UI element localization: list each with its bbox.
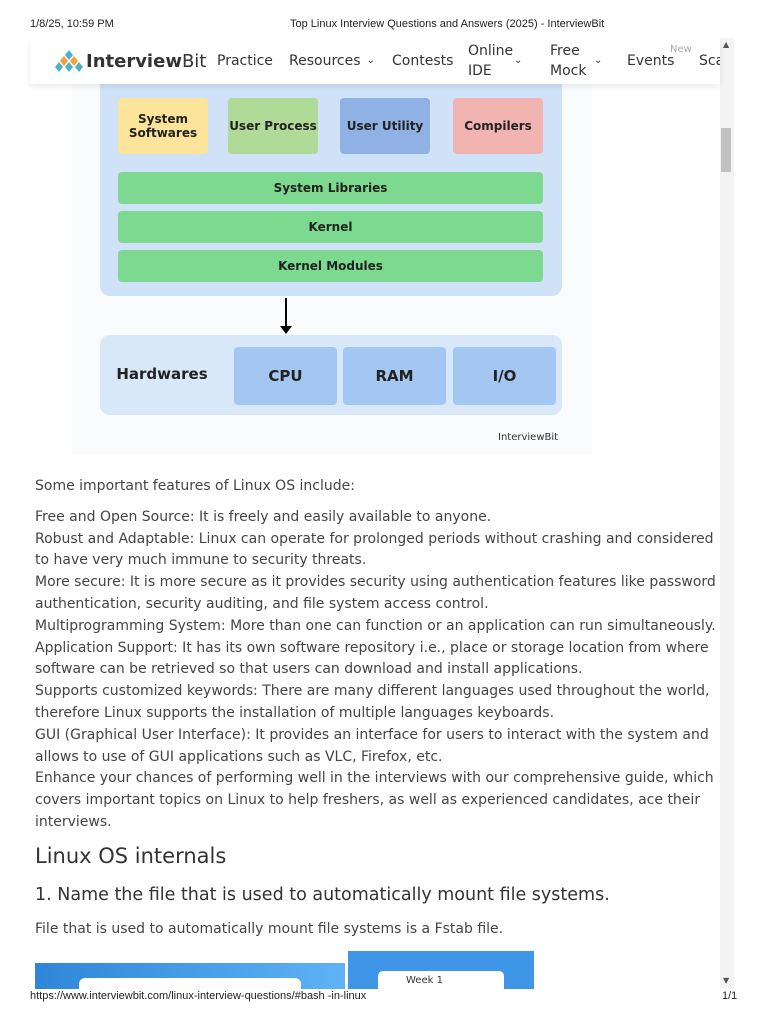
article-body: Some important features of Linux OS incl…: [35, 476, 720, 834]
feature-item: Free and Open Source: It is freely and e…: [35, 508, 492, 525]
box-cpu: CPU: [234, 347, 337, 405]
logo-text-bit: Bit: [181, 50, 207, 72]
logo-icon: [55, 50, 83, 72]
box-compilers: Compilers: [453, 98, 543, 154]
answer-text: File that is used to automatically mount…: [35, 921, 504, 937]
week-selector: Week 1: [378, 971, 504, 989]
scroll-down-icon[interactable]: ▼: [723, 976, 730, 985]
preview-image-right: Week 1: [348, 951, 534, 989]
feature-item: Supports customized keywords: There are …: [35, 683, 710, 721]
preview-image-left: [35, 963, 345, 990]
layer-kernel: Kernel: [118, 211, 543, 243]
nav-events[interactable]: Events: [627, 53, 675, 69]
section-heading: Linux OS internals: [35, 844, 227, 868]
chevron-down-icon: ⌄: [594, 55, 603, 66]
layer-kernel-modules: Kernel Modules: [118, 250, 543, 282]
nav-online-ide[interactable]: Online IDE⌄: [468, 43, 523, 79]
feature-item: Enhance your chances of performing well …: [35, 770, 714, 830]
scroll-up-icon[interactable]: ▲: [723, 40, 730, 49]
nav-contests[interactable]: Contests: [392, 53, 454, 69]
arrowhead-icon: [280, 326, 292, 334]
layer-system-libraries: System Libraries: [118, 172, 543, 204]
feature-item: Multiprogramming System: More than one c…: [35, 617, 716, 634]
feature-item: GUI (Graphical User Interface): It provi…: [35, 726, 709, 765]
features-intro: Some important features of Linux OS incl…: [35, 478, 355, 494]
box-ram: RAM: [343, 347, 446, 405]
print-title: Top Linux Interview Questions and Answer…: [290, 18, 605, 30]
scrollbar-thumb[interactable]: [721, 128, 731, 172]
diagram-watermark: InterviewBit: [498, 432, 559, 443]
chevron-down-icon: ⌄: [514, 55, 523, 66]
box-io: I/O: [453, 347, 556, 405]
feature-item: More secure: It is more secure as it pro…: [35, 574, 716, 612]
nav-resources[interactable]: Resources⌄: [289, 53, 375, 69]
arrow-down-icon: [285, 298, 287, 332]
new-badge: New: [670, 44, 692, 55]
linux-architecture-diagram: System Softwares User Process User Utili…: [72, 74, 592, 454]
print-datetime: 1/8/25, 10:59 PM: [30, 18, 114, 30]
box-user-utility: User Utility: [340, 98, 430, 154]
scrollbar[interactable]: [720, 38, 734, 988]
print-page-number: 1/1: [722, 990, 738, 1002]
print-url: https://www.interviewbit.com/linux-inter…: [30, 990, 367, 1002]
nav-scaler[interactable]: Sca: [699, 53, 720, 69]
hardwares-label: Hardwares: [116, 365, 208, 383]
question-heading: 1. Name the file that is used to automat…: [35, 885, 610, 905]
feature-item: Robust and Adaptable: Linux can operate …: [35, 530, 714, 569]
chevron-down-icon: ⌄: [366, 55, 375, 66]
box-system-softwares: System Softwares: [118, 98, 208, 154]
nav-free-mock[interactable]: Free Mock⌄: [550, 43, 603, 79]
box-user-process: User Process: [228, 98, 318, 154]
nav-practice[interactable]: Practice: [217, 53, 273, 69]
feature-item: Application Support: It has its own soft…: [35, 639, 709, 678]
logo-text: Interview: [86, 50, 182, 72]
